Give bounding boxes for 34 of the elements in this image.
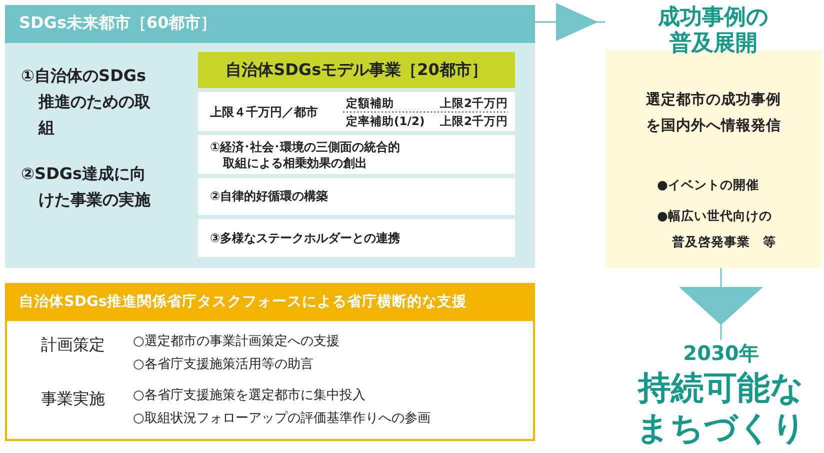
info-panel [605, 5, 822, 268]
body-text: 選定都市の成功事例を国内外へ情報発信 [645, 90, 782, 136]
row-text: ①経済･社会･環境の三側面の統合的取組による相乗効果の創出 [210, 139, 402, 171]
year-text: 2030年 [682, 340, 760, 366]
row-box [198, 92, 515, 131]
heading-bar [198, 52, 515, 88]
row-box [198, 135, 515, 174]
category-text: 事業実施 [41, 389, 106, 410]
bullet-text: ●幅広い世代向けの普及啓発事業 等 [657, 207, 777, 251]
heading-text: 自治体SDGsモデル事業［20都市］ [224, 58, 488, 81]
category-text: 計画策定 [41, 335, 106, 356]
goal-text: 持続可能なまちづくり [635, 368, 807, 448]
row-text: ③多様なステークホルダーとの連携 [210, 231, 402, 247]
list-item: ○各省庁支援施策活用等の助言 [133, 357, 314, 374]
row-text: 上限2千万円 [438, 96, 508, 111]
triangle-arrow [679, 268, 763, 340]
bullet-text: ●イベントの開催 [657, 177, 760, 194]
item-text: ①自治体のSDGs推進のための取組 [21, 65, 152, 139]
support-panel [5, 283, 535, 441]
row-text: 定率補助(1/2) [346, 114, 426, 129]
list-item: ○取組状況フォローアップの評価基準作りへの参画 [133, 411, 432, 428]
heading-text: 成功事例の普及展開 [656, 5, 770, 57]
row-text: 定額補助 [346, 96, 395, 111]
list-item: ○各省庁支援施策を選定都市に集中投入 [133, 388, 366, 405]
item-text: ②SDGs達成に向けた事業の実施 [21, 163, 152, 211]
panel-header: 自治体SDGs推進関係省庁タスクフォースによる省庁横断的な支援 [7, 285, 533, 321]
panel-header: SDGs未来都市［60都市］ [5, 5, 535, 43]
row-text: 上限４千万円／都市 [210, 105, 319, 121]
row-box [198, 219, 515, 257]
row-box [198, 178, 515, 215]
triangle-arrow [535, 3, 605, 41]
row-text: ②自律的好循環の構築 [210, 189, 330, 205]
list-item: ○選定都市の事業計画策定への支援 [133, 334, 340, 351]
info-panel [5, 5, 535, 268]
